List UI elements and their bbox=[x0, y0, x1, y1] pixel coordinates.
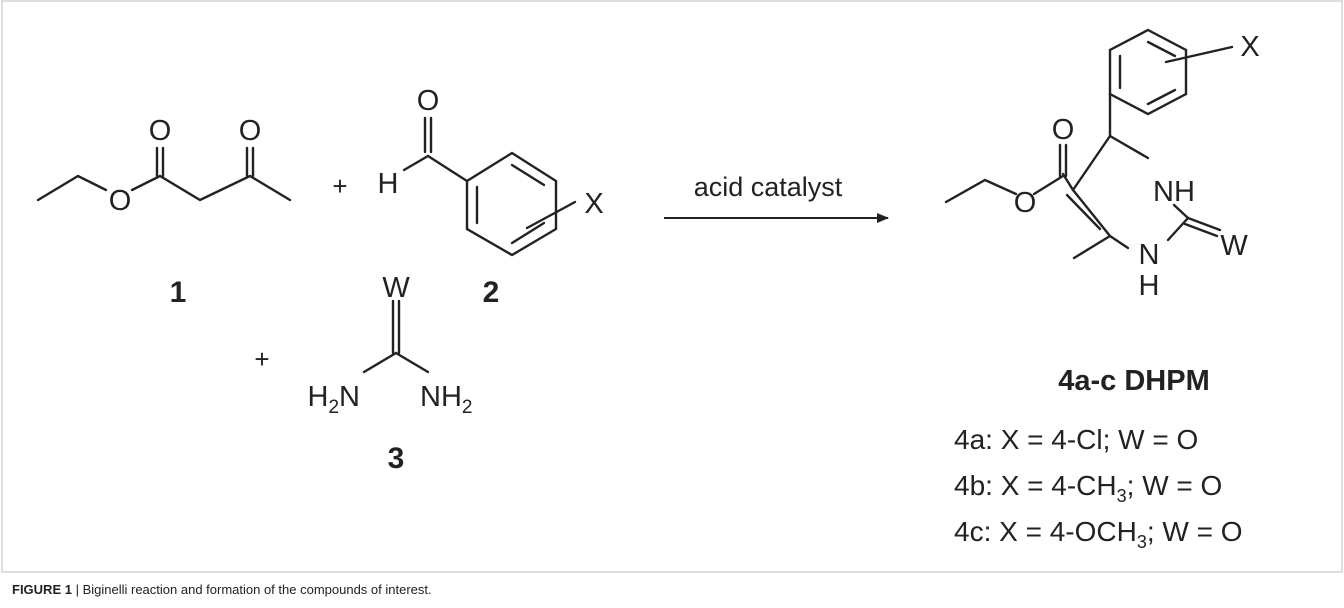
reactant-3-structure bbox=[362, 299, 430, 374]
reactant-3-amine-left: H2N bbox=[308, 381, 360, 418]
reactant-1-carbonyl-oxygen-a: O bbox=[149, 115, 172, 147]
plus-sign-2: + bbox=[254, 344, 269, 374]
figure-caption-label: FIGURE 1 bbox=[12, 582, 72, 597]
product-variant-4b: 4b: X = 4-CH3; W = O bbox=[954, 470, 1222, 506]
reactant-1-ester-oxygen: O bbox=[109, 185, 132, 217]
arrow-label: acid catalyst bbox=[694, 172, 843, 202]
product-carbonyl-oxygen: O bbox=[1052, 114, 1075, 146]
figure-caption: FIGURE 1 | Biginelli reaction and format… bbox=[12, 582, 432, 597]
reactant-3-amine-right: NH2 bbox=[420, 381, 472, 418]
product-ester-oxygen: O bbox=[1014, 187, 1037, 219]
product-name: 4a-c DHPM bbox=[1058, 365, 1210, 397]
product-variant-4c: 4c: X = 4-OCH3; W = O bbox=[954, 516, 1243, 552]
reactant-2-aldehyde-oxygen: O bbox=[417, 85, 440, 117]
reactant-2-substituent-x: X bbox=[584, 188, 603, 220]
product-structure bbox=[944, 28, 1234, 260]
reactant-1-carbonyl-oxygen-b: O bbox=[239, 115, 262, 147]
product-n-bottom: N bbox=[1139, 239, 1160, 271]
figure-frame bbox=[1, 0, 1343, 573]
product-h-bottom: H bbox=[1139, 270, 1160, 302]
plus-sign-1: + bbox=[332, 171, 347, 201]
product-w: W bbox=[1220, 230, 1248, 262]
product-substituent-x: X bbox=[1240, 31, 1259, 63]
product-variant-4a: 4a: X = 4-Cl; W = O bbox=[954, 424, 1198, 455]
reactant-2-aldehyde-hydrogen: H bbox=[378, 168, 399, 200]
reactant-3-number: 3 bbox=[388, 442, 405, 475]
reactant-2-number: 2 bbox=[483, 276, 500, 309]
reactant-3-w: W bbox=[382, 272, 410, 304]
figure-caption-separator: | bbox=[71, 582, 83, 597]
figure-caption-text: Biginelli reaction and formation of the … bbox=[82, 582, 432, 597]
product-nh-top: NH bbox=[1153, 176, 1195, 208]
reactant-1-structure bbox=[36, 146, 292, 202]
reactant-1-number: 1 bbox=[170, 276, 187, 309]
reactant-2-structure bbox=[402, 116, 577, 257]
